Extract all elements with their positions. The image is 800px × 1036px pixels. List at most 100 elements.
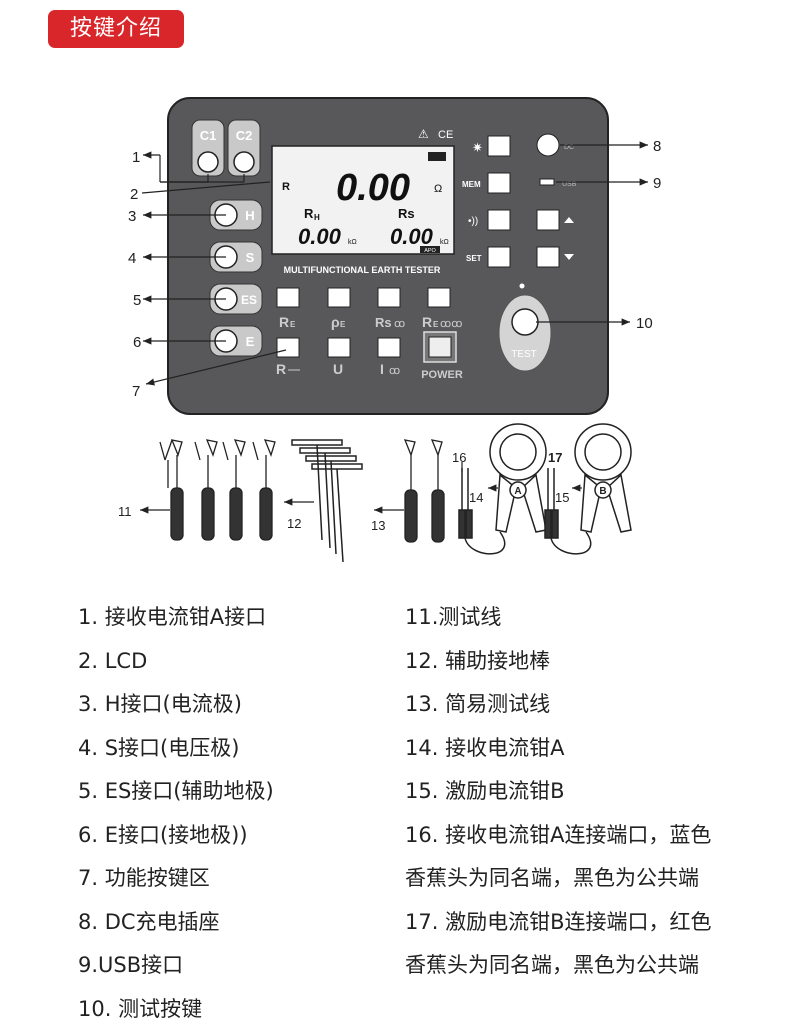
- port-es-label: ES: [241, 293, 257, 307]
- battery-icon: [428, 152, 446, 161]
- legend-item: 15. 激励电流钳B: [405, 779, 565, 803]
- svg-text:R: R: [276, 361, 286, 377]
- clamp-a-label: A: [514, 486, 521, 497]
- svg-text:R: R: [422, 314, 432, 330]
- port-c1[interactable]: C1: [191, 119, 225, 177]
- port-c1-label: C1: [200, 128, 217, 143]
- callout-10: 10: [636, 315, 653, 332]
- port-c2[interactable]: C2: [227, 119, 261, 177]
- legend-item: 11.测试线: [405, 605, 502, 629]
- usb-label: USB: [562, 181, 577, 188]
- legend-item: 7. 功能按键区: [78, 866, 210, 890]
- test-led: [519, 283, 525, 289]
- svg-text:R: R: [279, 314, 289, 330]
- lcd-rh-sub: H: [314, 213, 320, 222]
- legend-item: 10. 测试按键: [78, 996, 203, 1021]
- up-arrow-icon: [564, 217, 574, 223]
- model-text: MULTIFUNCTIONAL EARTH TESTER: [284, 265, 441, 275]
- clamp-b: B: [544, 423, 632, 555]
- svg-text:U: U: [333, 361, 343, 377]
- buzzer-button[interactable]: [487, 209, 511, 231]
- legend-item: 6. E接口(接地极)): [78, 822, 248, 847]
- legend-item: 5. ES接口(辅助地极): [78, 779, 274, 803]
- lcd-rs-label: Rs: [398, 206, 415, 221]
- callout-9: 9: [653, 175, 661, 192]
- legend-item: 香蕉头为同名端，黑色为公共端: [405, 866, 699, 890]
- func-button-rs-clamp[interactable]: Rs ꝏ: [375, 287, 405, 330]
- clamp-icon-2: ꝏ: [389, 365, 400, 377]
- svg-text:E: E: [290, 320, 296, 329]
- callout-11: 11: [118, 504, 132, 519]
- svg-text:E: E: [433, 320, 439, 329]
- port-e-label: E: [246, 334, 255, 349]
- callout-1: 1: [132, 149, 140, 166]
- func-button-re[interactable]: R E: [276, 287, 300, 330]
- callout-7: 7: [132, 383, 140, 400]
- port-h-label: H: [245, 208, 254, 223]
- legend-item: 12. 辅助接地棒: [405, 648, 551, 673]
- warning-icon: ⚠: [418, 127, 429, 141]
- func-button-r-dc[interactable]: R: [276, 337, 300, 377]
- lcd-rh-label: R: [304, 206, 314, 221]
- legend-item: 14. 接收电流钳A: [405, 735, 565, 760]
- mem-label: MEM: [462, 180, 481, 189]
- mem-button[interactable]: [487, 172, 511, 194]
- test-leads: [159, 439, 276, 541]
- usb-port[interactable]: [539, 178, 555, 186]
- callout-14: 14: [469, 490, 483, 505]
- test-button[interactable]: TEST: [498, 294, 552, 372]
- set-label: SET: [466, 254, 482, 263]
- svg-text:ρ: ρ: [331, 314, 340, 330]
- lcd-main-label: R: [282, 181, 290, 193]
- legend-item: 香蕉头为同名端，黑色为公共端: [405, 953, 699, 977]
- clamp-b-label: B: [599, 486, 606, 497]
- callout-16: 16: [452, 450, 466, 465]
- dc-label: DC: [564, 144, 574, 151]
- down-arrow-icon: [564, 254, 574, 260]
- legend-left-column: 1. 接收电流钳A接口 2. LCD 3. H接口(电流极) 4. S接口(电压…: [78, 596, 274, 1031]
- func-button-i-clamp[interactable]: I ꝏ: [377, 337, 401, 377]
- callout-15: 15: [555, 490, 569, 505]
- func-button-re-2clamp[interactable]: R E ꝏꝏ: [422, 287, 462, 330]
- func-button-u[interactable]: U: [327, 337, 351, 377]
- callout-17: 17: [548, 450, 562, 465]
- legend-item: 4. S接口(电压极): [78, 735, 240, 760]
- legend-item: 8. DC充电插座: [78, 909, 220, 934]
- func-button-rho-e[interactable]: ρ E: [327, 287, 351, 330]
- ground-rods: [291, 439, 363, 563]
- callout-2: 2: [130, 186, 138, 203]
- up-button[interactable]: [536, 209, 560, 231]
- lcd-rh-unit: kΩ: [348, 239, 357, 246]
- callout-3: 3: [128, 208, 136, 225]
- callout-6: 6: [133, 334, 141, 351]
- legend-item: 13. 简易测试线: [405, 692, 551, 716]
- lcd-rh-value: 0.00: [298, 224, 342, 249]
- double-clamp-icon: ꝏꝏ: [440, 318, 462, 330]
- dc-socket[interactable]: [536, 133, 560, 157]
- backlight-button[interactable]: [487, 135, 511, 157]
- down-button[interactable]: [536, 246, 560, 268]
- clamp-a: A: [458, 423, 547, 555]
- legend-item: 9.USB接口: [78, 953, 184, 977]
- lcd-main-unit: Ω: [434, 183, 442, 195]
- callout-12: 12: [287, 516, 301, 531]
- test-label: TEST: [511, 349, 537, 360]
- svg-text:E: E: [340, 320, 346, 329]
- legend-item: 3. H接口(电流极): [78, 692, 242, 716]
- svg-text:Rs: Rs: [375, 315, 392, 330]
- power-button[interactable]: POWER: [421, 331, 463, 381]
- set-button[interactable]: [487, 246, 511, 268]
- ce-mark-icon: CE: [438, 129, 453, 141]
- port-s-label: S: [246, 250, 255, 265]
- callout-13: 13: [371, 518, 385, 533]
- lcd-apo-indicator: APO: [424, 248, 436, 254]
- legend-item: 16. 接收电流钳A连接端口，蓝色: [405, 822, 712, 847]
- power-label: POWER: [421, 369, 463, 381]
- lcd-main-value: 0.00: [336, 167, 410, 209]
- simple-test-leads: [403, 439, 445, 543]
- callout-4: 4: [128, 250, 136, 267]
- callout-5: 5: [133, 292, 141, 309]
- lcd-screen: R 0.00 Ω R H 0.00 kΩ Rs 0.00 kΩ APO: [271, 145, 455, 255]
- legend-right-column: 11.测试线 12. 辅助接地棒 13. 简易测试线 14. 接收电流钳A 15…: [405, 596, 711, 988]
- port-s[interactable]: S: [209, 241, 263, 273]
